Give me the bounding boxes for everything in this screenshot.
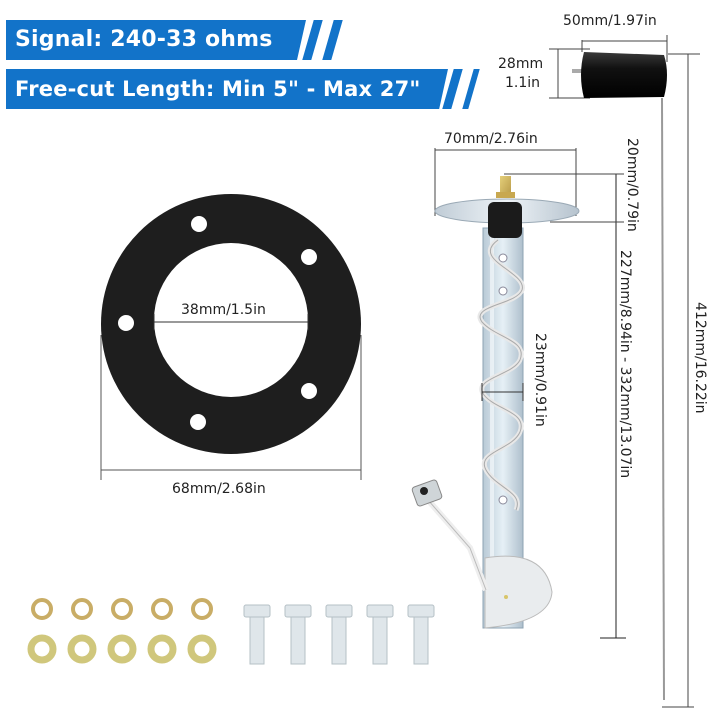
float-icon (549, 35, 668, 701)
rod-length-label: 412mm/16.22in (692, 302, 708, 414)
float-diameter-in-label: 1.1in (505, 75, 541, 91)
length-banner: Free-cut Length: Min 5" - Max 27" (6, 69, 448, 109)
gasket-inner-label: 38mm/1.5in (181, 302, 266, 318)
gasket-icon (100, 194, 362, 480)
sender-unit-icon (411, 176, 580, 629)
hardware-kit-icon (27, 598, 435, 665)
flange-width-label: 70mm/2.76in (444, 131, 538, 147)
adjustable-length-label: 227mm/8.94in - 332mm/13.07in (617, 250, 633, 479)
arm-width-label: 23mm/0.91in (532, 333, 548, 427)
terminal-height-label: 20mm/0.79in (624, 138, 640, 232)
float-diameter-mm-label: 28mm (498, 56, 544, 72)
gasket-outer-label: 68mm/2.68in (172, 481, 266, 497)
float-length-label: 50mm/1.97in (563, 13, 657, 29)
signal-banner: Signal: 240-33 ohms (6, 20, 306, 60)
